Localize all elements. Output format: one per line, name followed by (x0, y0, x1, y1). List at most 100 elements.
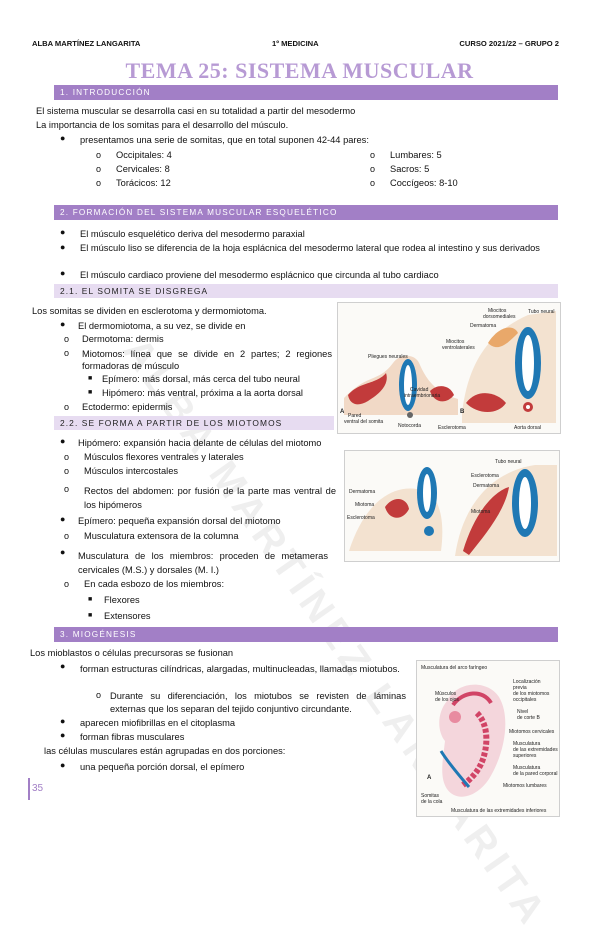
label-ventral: ventral del somita (344, 419, 383, 425)
section-heading-miogenesis: 3. MIOGÉNESIS (54, 627, 558, 642)
label-esclerotoma: Esclerotoma (438, 425, 466, 431)
bullet-icon: ● (60, 514, 66, 524)
list-item: Lumbares: 5 (390, 150, 442, 160)
bullet-text: El dermomiotoma, a su vez, se divide en (78, 321, 246, 331)
label-miocitos-v: Miocitos (446, 339, 465, 345)
circle-bullet-icon: o (370, 178, 376, 188)
list-item: Musculatura extensora de la columna (84, 531, 239, 541)
bullet-text: forman estructuras cilíndricas, alargada… (80, 664, 400, 674)
label-loc3: de los miotomos (513, 691, 550, 697)
bullet-text: El músculo cardiaco proviene del mesoder… (80, 270, 439, 280)
label-miocitos-d: Miocitos (488, 308, 507, 314)
bullet-icon: ● (60, 547, 66, 557)
label-cerv: Miotomos cervicales (509, 729, 555, 735)
bullet-icon: ● (60, 716, 66, 726)
list-item: En cada esbozo de los miembros: (84, 579, 225, 589)
label-arco: Musculatura del arco faríngeo (421, 665, 487, 671)
bullet-text: El músculo liso se diferencia de la hoja… (80, 243, 540, 253)
list-item: Occipitales: 4 (116, 150, 172, 160)
label-tubo: Tubo neural (528, 309, 555, 315)
header-year: CURSO 2021/22 – GRUPO 2 (459, 39, 559, 48)
list-item: Epímero: más dorsal, más cerca del tubo … (102, 374, 300, 384)
bullet-icon: ● (60, 760, 66, 770)
page-header: ALBA MARTÍNEZ LANGARITA 1º MEDICINA CURS… (32, 39, 559, 51)
bullet-text: presentamos una serie de somitas, que en… (80, 135, 369, 145)
label-miocitos-d2: dorsomediales (483, 314, 516, 320)
circle-bullet-icon: o (64, 334, 70, 344)
circle-bullet-icon: o (96, 690, 102, 700)
label-dermatoma2: Dermatoma (473, 483, 499, 489)
bullet-text: Epímero: pequeña expansión dorsal del mi… (78, 516, 281, 526)
paragraph: Los mioblastos o células precursoras se … (30, 648, 234, 658)
circle-bullet-icon: o (64, 579, 70, 589)
bullet-text: forman fibras musculares (80, 732, 185, 742)
label-pliegues: Pliegues neurales (368, 354, 408, 360)
label-esclerotoma2: Esclerotoma (471, 473, 499, 479)
label-nivel: Nivel (517, 709, 528, 715)
bullet-icon: ● (60, 268, 66, 278)
label-ext2: de las extremidades (513, 747, 558, 753)
label-loc2: previa (513, 685, 527, 691)
label-b: B (460, 409, 465, 415)
bullet-icon: ● (60, 319, 66, 329)
label-notocorda: Notocorda (398, 423, 421, 429)
label-loc: Localización (513, 679, 541, 685)
circle-bullet-icon: o (96, 150, 102, 160)
label-cavidad: Cavidad (410, 387, 429, 393)
circle-bullet-icon: o (64, 484, 70, 494)
list-item: Extensores (104, 611, 151, 621)
circle-bullet-icon: o (64, 531, 70, 541)
label-ext3: superiores (513, 753, 537, 759)
list-item: Rectos del abdomen: por fusión de la par… (84, 486, 336, 510)
bullet-icon: ● (60, 227, 66, 237)
list-item: Músculos flexores ventrales y laterales (84, 452, 244, 462)
label-esclerotoma: Esclerotoma (347, 515, 375, 521)
figure-somite-differentiation: Pliegues neurales A Pared ventral del so… (337, 302, 561, 434)
label-par2: de la pared corporal (513, 771, 557, 777)
list-item: Sacros: 5 (390, 164, 430, 174)
bullet-text: una pequeña porción dorsal, el epímero (80, 762, 245, 772)
label-dermatoma: Dermatoma (470, 323, 496, 329)
label-pared: Pared (348, 413, 362, 419)
label-ojo2: de los ojos (435, 697, 459, 703)
bullet-text: Musculatura de los miembros: proceden de… (78, 551, 328, 575)
bullet-icon: ● (60, 133, 66, 143)
list-item: Durante su diferenciación, los miotubos … (110, 691, 406, 714)
label-ext: Musculatura (513, 741, 540, 747)
label-a: A (340, 409, 345, 415)
figure-myotome-expansion: Dermatoma Miotoma Esclerotoma Tubo neura… (344, 450, 560, 562)
label-miotoma: Miotoma (355, 502, 374, 508)
header-author: ALBA MARTÍNEZ LANGARITA (32, 39, 141, 48)
section-heading-intro: 1. INTRODUCCIÓN (54, 85, 558, 100)
list-item: Ectodermo: epidermis (82, 402, 173, 412)
label-lumb: Miotomos lumbares (503, 783, 547, 789)
bullet-text: El músculo esquelético deriva del mesode… (80, 229, 305, 239)
list-item: Torácicos: 12 (116, 178, 171, 188)
paragraph: El sistema muscular se desarrolla casi e… (36, 106, 356, 116)
circle-bullet-icon: o (64, 452, 70, 462)
square-bullet-icon: ■ (88, 612, 93, 619)
list-item: Dermotoma: dermis (82, 334, 164, 344)
list-item: Cervicales: 8 (116, 164, 170, 174)
label-ojo: Músculos (435, 691, 457, 697)
list-item: Flexores (104, 595, 140, 605)
label-a: A (427, 775, 432, 781)
circle-bullet-icon: o (96, 164, 102, 174)
label-nivel2: de corte B (517, 715, 540, 721)
circle-bullet-icon: o (96, 178, 102, 188)
bullet-icon: ● (60, 242, 66, 252)
label-loc4: occipitales (513, 697, 537, 703)
label-aorta: Aorta dorsal (514, 425, 541, 431)
label-cavidad2: intraembrionaria (404, 393, 440, 399)
bullet-icon: ● (60, 730, 66, 740)
paragraph: Los somitas se dividen en esclerotoma y … (32, 306, 267, 316)
square-bullet-icon: ■ (88, 596, 93, 603)
bullet-text: Hipómero: expansión hacia delante de cél… (78, 438, 322, 448)
subsection-heading-miotomos: 2.2. SE FORMA A PARTIR DE LOS MIOTOMOS (54, 416, 334, 430)
circle-bullet-icon: o (370, 164, 376, 174)
bullet-text: aparecen miofibrillas en el citoplasma (80, 718, 236, 728)
circle-bullet-icon: o (64, 466, 70, 476)
page-number: 35 (32, 783, 44, 794)
page-number-bar (28, 778, 30, 800)
list-item: Músculos intercostales (84, 466, 179, 476)
